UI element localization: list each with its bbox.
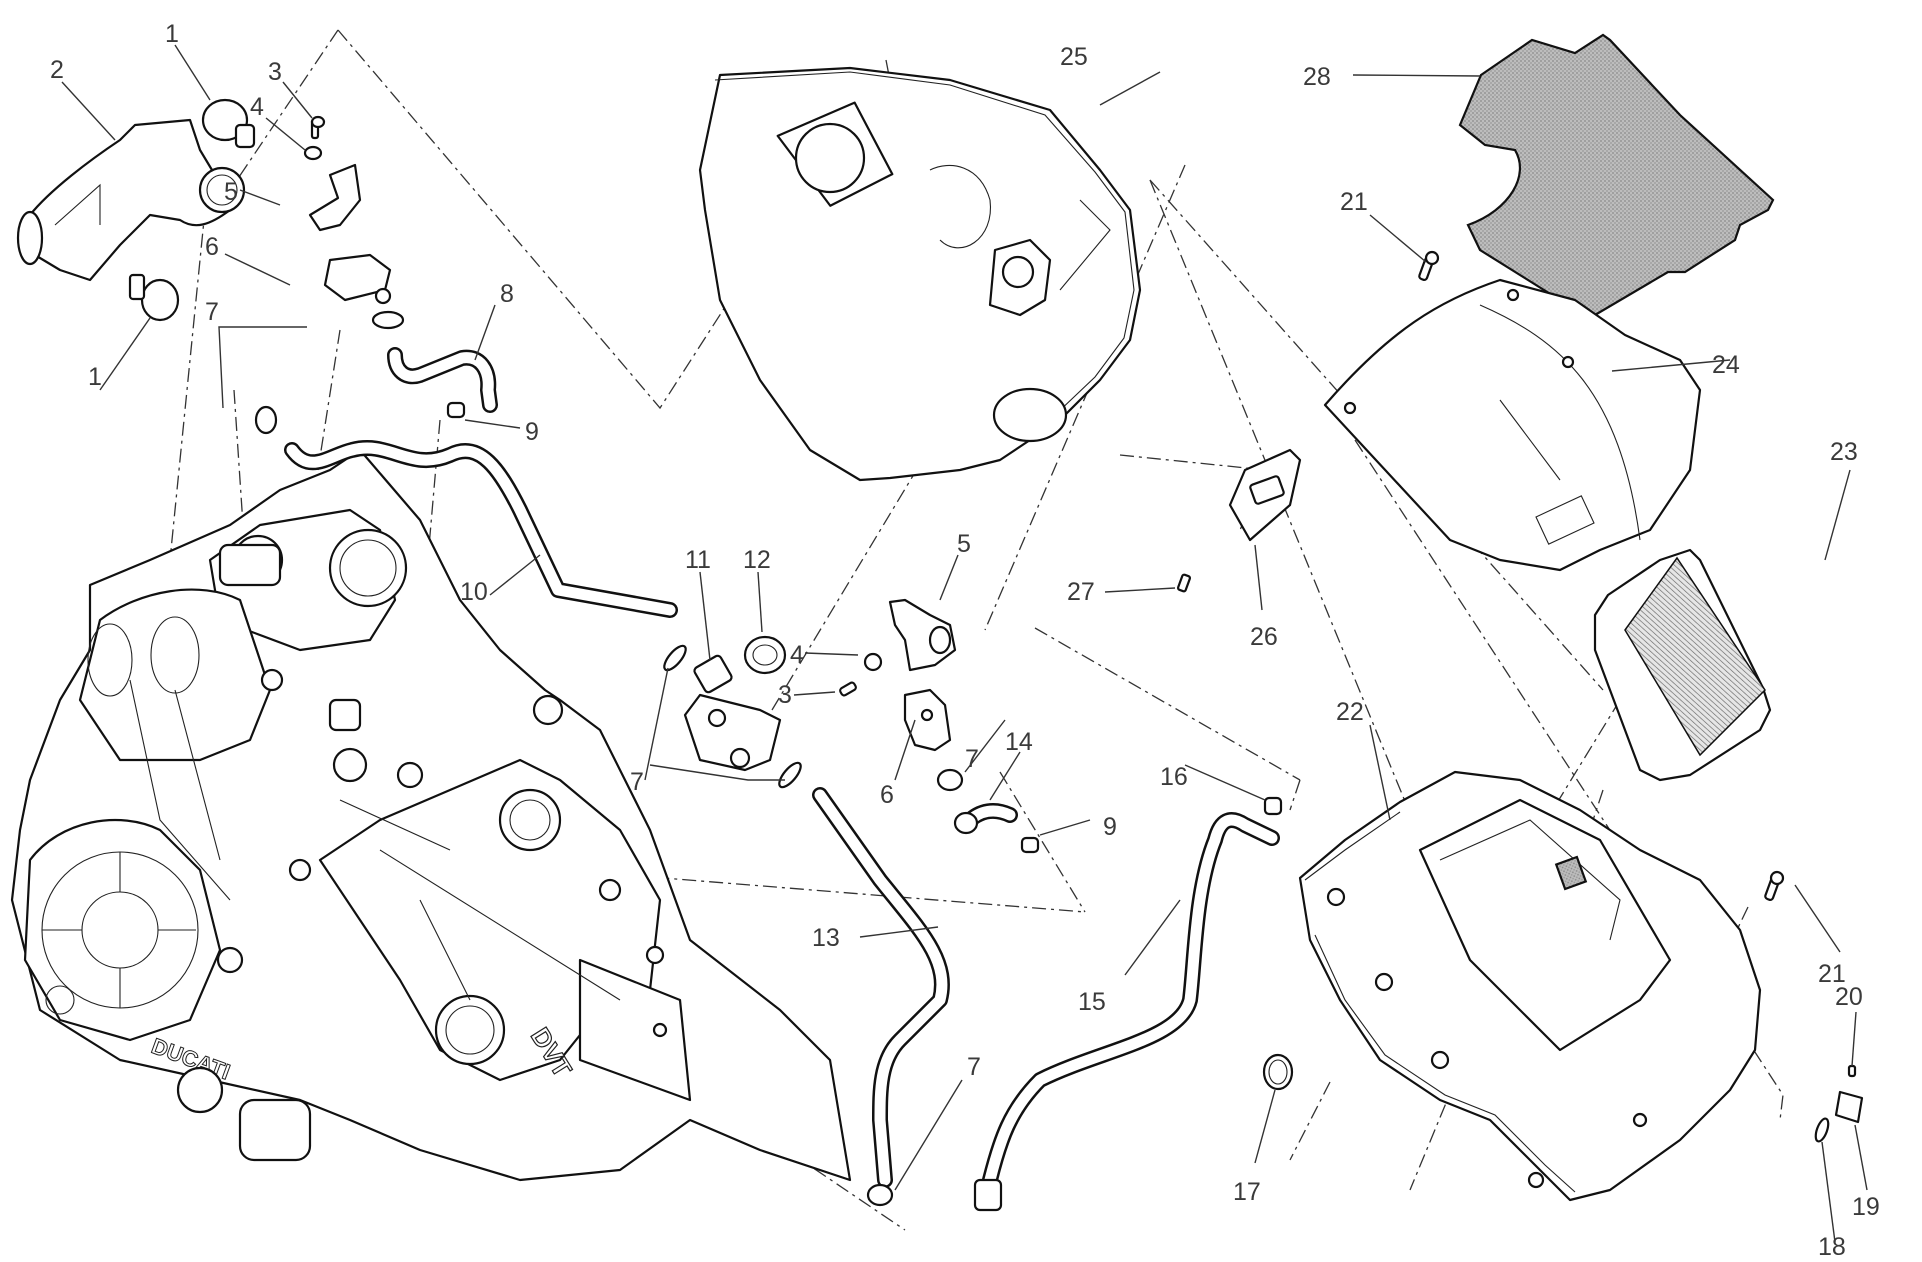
part-screw-27 <box>1176 573 1192 593</box>
part-valve-11 <box>683 654 782 772</box>
part-screw-21a <box>1418 250 1440 281</box>
callout-3: 3 <box>268 58 282 86</box>
callout-20: 20 <box>1835 983 1863 1011</box>
part-clip-19 <box>1834 1090 1864 1124</box>
part-sensor-6b <box>903 688 952 752</box>
part-spring-clip-upper <box>663 644 687 672</box>
callout-16: 16 <box>1160 763 1188 791</box>
callout-17: 17 <box>1233 1178 1261 1206</box>
part-restrictor-9b <box>1020 836 1040 854</box>
callout-2: 2 <box>50 56 64 84</box>
part-hose-8 <box>387 347 498 413</box>
callout-13: 13 <box>812 924 840 952</box>
part-hose-15 <box>973 812 1280 1212</box>
callout-7: 7 <box>205 298 219 326</box>
callout-labels: 1 1 2 3 4 5 6 7 8 9 10 11 12 7 4 3 5 6 7… <box>50 20 1880 1261</box>
callout-7: 7 <box>965 745 979 773</box>
part-hose-13 <box>812 787 950 1188</box>
part-bracket-5a <box>308 163 362 232</box>
callout-1: 1 <box>165 20 179 48</box>
callout-4: 4 <box>250 93 264 121</box>
callout-19: 19 <box>1852 1193 1880 1221</box>
part-intake-duct <box>16 118 246 282</box>
part-bracket-5b <box>888 598 957 672</box>
callout-5: 5 <box>224 178 238 206</box>
callout-27: 27 <box>1067 578 1095 606</box>
part-screw-20 <box>1847 1064 1857 1078</box>
part-air-filter <box>1593 548 1772 782</box>
callout-28: 28 <box>1303 63 1331 91</box>
callout-23: 23 <box>1830 438 1858 466</box>
part-airbox-lower <box>1298 770 1762 1202</box>
callout-22: 22 <box>1336 698 1364 726</box>
callout-15: 15 <box>1078 988 1106 1016</box>
part-clip-7c <box>936 768 964 792</box>
callout-4: 4 <box>790 641 804 669</box>
part-screw-3b <box>839 681 857 697</box>
callout-5: 5 <box>957 530 971 558</box>
part-seal-18 <box>1814 1117 1830 1143</box>
part-bracket-26 <box>1228 448 1302 542</box>
callout-10: 10 <box>460 578 488 606</box>
part-clip-7a <box>254 310 405 435</box>
part-hose-clamp-upper <box>201 98 256 149</box>
callout-21: 21 <box>1340 188 1368 216</box>
part-screw-21b <box>1764 870 1785 901</box>
part-hose-14 <box>953 802 1018 835</box>
part-airbox-cover <box>1323 278 1702 572</box>
part-clip-7d <box>866 1183 894 1207</box>
callout-3: 3 <box>778 681 792 709</box>
part-o-ring-17 <box>1262 1053 1294 1091</box>
part-washer-4b <box>863 652 883 672</box>
part-airbox-upper <box>698 66 1142 482</box>
part-hose-10 <box>284 440 678 618</box>
leader-lines <box>61 44 1868 1243</box>
part-sensor-6a <box>323 253 392 305</box>
callout-14: 14 <box>1005 728 1033 756</box>
part-cap-16 <box>1263 796 1283 816</box>
part-grommet-12 <box>743 635 787 675</box>
callout-25: 25 <box>1060 43 1088 71</box>
callout-7: 7 <box>630 768 644 796</box>
callout-8: 8 <box>500 280 514 308</box>
callout-18: 18 <box>1818 1233 1846 1257</box>
callout-9: 9 <box>1103 813 1117 841</box>
callout-6: 6 <box>880 781 894 809</box>
callout-12: 12 <box>743 546 771 574</box>
callout-26: 26 <box>1250 623 1278 651</box>
part-washer-4a <box>303 145 323 161</box>
callout-6: 6 <box>205 233 219 261</box>
callout-1: 1 <box>88 363 102 391</box>
callout-21: 21 <box>1818 960 1846 988</box>
part-insulation-pad <box>1458 33 1775 317</box>
callout-24: 24 <box>1712 351 1740 379</box>
part-screw-3a <box>310 115 326 140</box>
part-hose-clamp-lower <box>128 273 180 322</box>
part-spring-clip-lower <box>778 761 802 789</box>
part-restrictor-9a <box>446 401 466 419</box>
callout-11: 11 <box>685 546 711 574</box>
engine-illustration: DUCATI DVT <box>10 448 852 1182</box>
callout-7: 7 <box>967 1053 981 1081</box>
callout-9: 9 <box>525 418 539 446</box>
